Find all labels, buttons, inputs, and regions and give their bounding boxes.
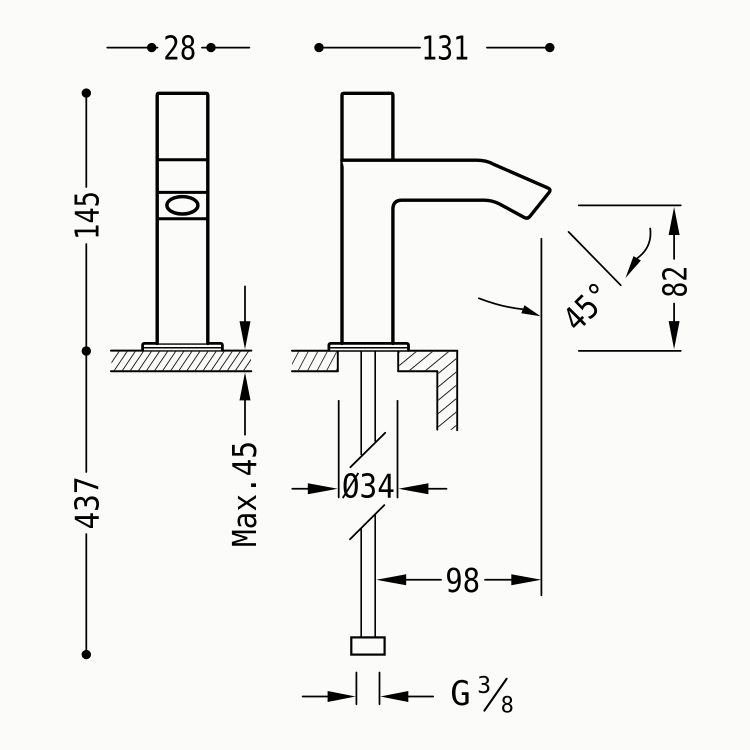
dim-length-437: 437 <box>68 350 107 660</box>
dim82-value: 82 <box>655 266 694 298</box>
front-handle-ellipse <box>165 194 200 216</box>
dim45-angle-ray <box>567 231 622 287</box>
dim28-value: 28 <box>163 28 196 67</box>
outlet-leader-line <box>478 297 524 311</box>
dimMax45-arrow-up <box>239 372 251 401</box>
front-view <box>110 91 253 373</box>
dimG38-denominator: 8 <box>501 693 514 718</box>
dim98-value: 98 <box>445 561 480 600</box>
pipe-end-nut <box>350 636 386 656</box>
dimG38-arrow-left <box>327 691 356 702</box>
side-faucet-body <box>327 91 552 352</box>
dimG38-numerator: 3 <box>477 673 491 699</box>
front-base-plate <box>141 342 224 352</box>
dimensions: 28 131 145 437 Max.45 <box>68 28 695 718</box>
front-counter-hatch <box>111 351 251 371</box>
pipe-break-lower <box>349 504 386 541</box>
dim-spout-reach-131: 131 <box>314 28 555 67</box>
dim45-arc-arrowhead <box>625 256 641 278</box>
dim-hole-diameter-34: Ø34 <box>291 399 448 506</box>
dim437-value: 437 <box>68 477 107 530</box>
dim28-dot-right <box>206 42 216 53</box>
dimG38-prefix: G <box>450 674 470 714</box>
dim34-arrow-right <box>398 483 429 495</box>
dim-outlet-height-82: 82 <box>577 204 694 352</box>
dim34-value: Ø34 <box>342 467 395 506</box>
side-counter-hatch-right <box>399 351 457 430</box>
dim145-value: 145 <box>68 191 107 240</box>
side-base-plate <box>327 342 410 352</box>
dimMax45-value: Max.45 <box>225 441 264 547</box>
side-supply-pipe <box>349 350 387 656</box>
dim28-dot-left <box>147 42 157 53</box>
dimMax45-arrow-down <box>239 321 251 350</box>
dimG38-arrow-right <box>380 691 409 702</box>
dim98-arrow-left <box>376 574 407 586</box>
dim131-dot-left <box>314 42 324 53</box>
side-counter-section <box>291 349 459 432</box>
dim131-dot-right <box>545 42 555 53</box>
dim82-arrow-down <box>668 321 680 350</box>
dim437-dot-bottom <box>81 649 92 660</box>
dim-thread-g38: G 3 8 <box>301 671 514 718</box>
dim-body-width-28: 28 <box>106 28 251 67</box>
dim131-value: 131 <box>421 28 469 67</box>
outlet-leader-arrowhead <box>521 305 541 317</box>
dim145-dot-top <box>81 88 92 98</box>
side-view <box>291 91 552 656</box>
dimG38-fraction-slash <box>483 677 508 712</box>
dim-deck-thickness-max45: Max.45 <box>225 285 264 547</box>
dim98-arrow-right <box>511 574 542 586</box>
dim-outlet-offset-98: 98 <box>376 237 543 600</box>
side-counter-hatch-left <box>292 351 337 371</box>
pipe-break-upper <box>349 431 387 469</box>
dim45-arc <box>636 227 652 260</box>
front-faucet-body <box>141 91 224 352</box>
dim82-arrow-up <box>668 207 680 235</box>
dim34-arrow-left <box>307 483 338 495</box>
side-spout-outline <box>340 158 552 346</box>
front-counter-section <box>110 349 253 373</box>
